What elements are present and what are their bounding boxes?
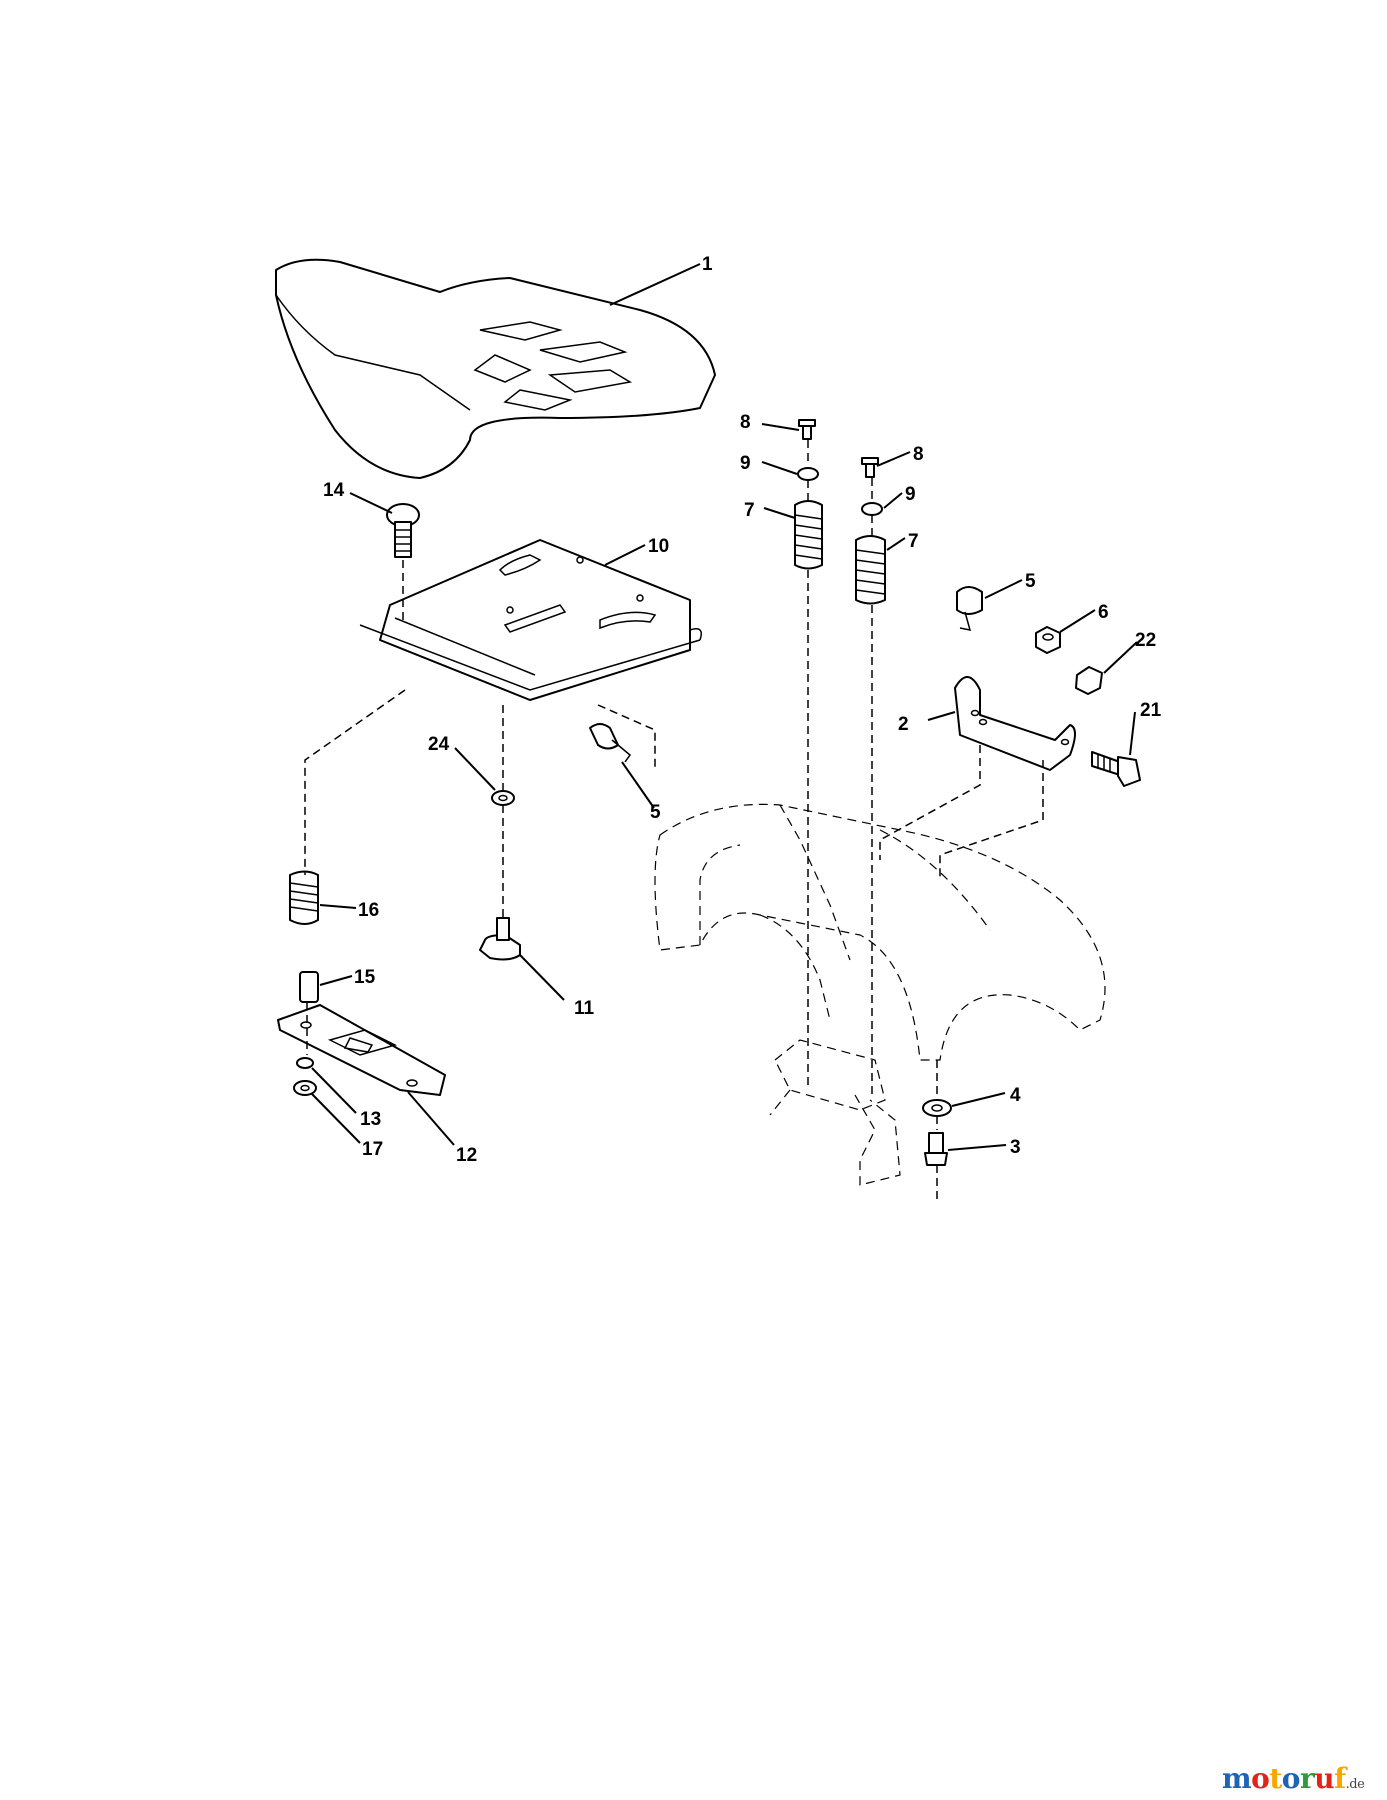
part-spring-7-right [855, 535, 886, 605]
part-spring-16 [289, 870, 319, 925]
callout-5-left: 5 [650, 802, 661, 823]
leader-lines [311, 263, 1138, 1151]
callout-14: 14 [323, 480, 345, 501]
part-washer-9-left [797, 467, 819, 481]
part-carriage-bolt [386, 503, 420, 558]
part-bolt-8-right [861, 457, 879, 478]
callout-7-left: 7 [744, 500, 755, 521]
callout-2: 2 [898, 714, 909, 735]
callout-7-right: 7 [908, 531, 919, 552]
tractor-frame-outline [654, 803, 1106, 1186]
part-bracket [954, 676, 1076, 771]
part-plate [277, 1004, 446, 1096]
watermark-letter: m [1222, 1762, 1252, 1795]
callout-8-left: 8 [740, 412, 751, 433]
part-washer-13 [296, 1057, 314, 1069]
part-nut-17 [293, 1080, 317, 1096]
callout-5-right: 5 [1025, 571, 1036, 592]
callout-16: 16 [358, 900, 379, 921]
watermark-letter: t [1269, 1762, 1282, 1795]
part-clip-right [956, 586, 983, 631]
callout-9-right: 9 [905, 484, 916, 505]
callout-17: 17 [362, 1139, 383, 1160]
motoruf-watermark-logo: motoruf.de [1222, 1762, 1365, 1795]
callout-13: 13 [360, 1109, 381, 1130]
part-seat-pan [359, 539, 702, 701]
part-nut-6 [1035, 626, 1061, 654]
part-nut-22 [1075, 666, 1103, 695]
watermark-suffix: .de [1345, 1777, 1365, 1792]
callout-3: 3 [1010, 1137, 1021, 1158]
watermark-letter: f [1334, 1762, 1346, 1795]
callout-24: 24 [428, 734, 450, 755]
part-clip-left [589, 723, 632, 763]
callout-1: 1 [702, 254, 713, 275]
callout-22: 22 [1135, 630, 1156, 651]
callout-9-left: 9 [740, 453, 751, 474]
callout-10: 10 [648, 536, 669, 557]
callout-21: 21 [1140, 700, 1162, 721]
callout-12: 12 [456, 1145, 477, 1166]
watermark-letter: r [1299, 1762, 1315, 1795]
part-bolt-3 [924, 1132, 948, 1166]
callout-labels: 1 2 3 4 5 5 6 7 7 8 8 9 9 10 11 12 13 14… [323, 254, 1162, 1166]
watermark-letter: o [1281, 1762, 1301, 1795]
part-washer-4 [922, 1099, 952, 1117]
part-bolt-8-left [798, 419, 816, 440]
part-spacer [299, 971, 319, 1003]
assembly-lines [304, 440, 1044, 1200]
callout-11: 11 [574, 998, 595, 1019]
part-washer-24 [491, 790, 515, 806]
callout-4: 4 [1010, 1085, 1021, 1106]
part-spring-7-left [794, 500, 823, 570]
part-washer-9-right [861, 502, 883, 516]
callout-6: 6 [1098, 602, 1109, 623]
callout-8-right: 8 [913, 444, 924, 465]
watermark-brand: motoruf [1222, 1762, 1346, 1795]
part-seat [275, 258, 716, 479]
callout-15: 15 [354, 967, 376, 988]
part-bolt-21 [1091, 751, 1141, 787]
watermark-letter: o [1251, 1762, 1270, 1795]
part-knob [479, 917, 521, 961]
watermark-letter: u [1314, 1762, 1335, 1795]
